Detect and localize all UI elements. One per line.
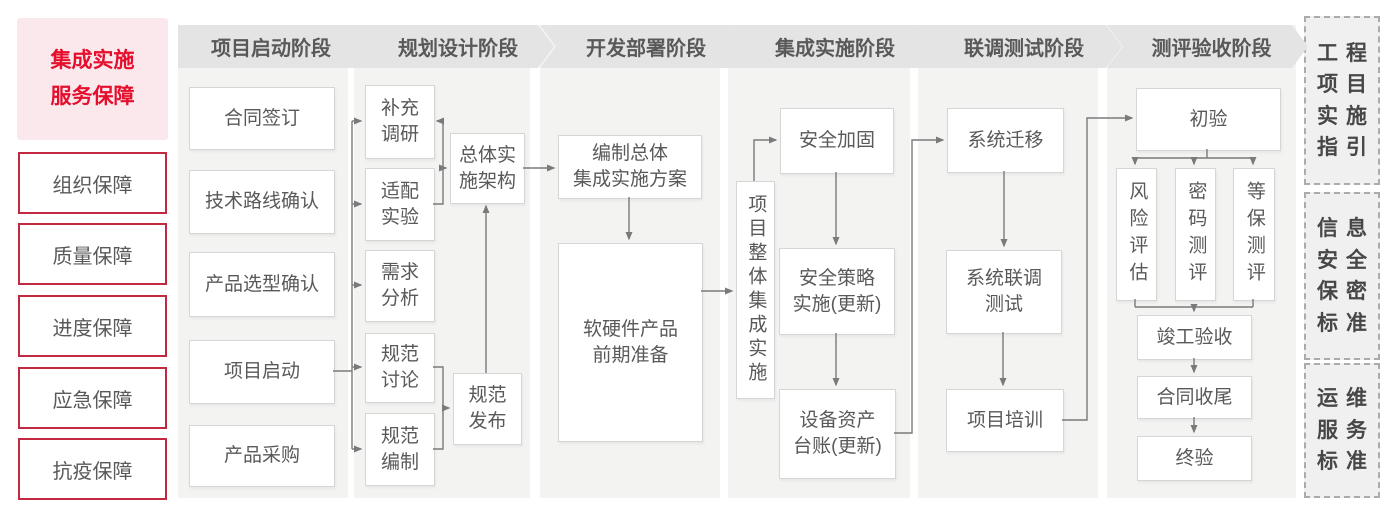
guarantee-item-epidemic: 抗疫保障 <box>18 438 167 500</box>
node-asset-ledger-update: 设备资产 台账(更新) <box>779 389 896 479</box>
node-project-training: 项目培训 <box>946 389 1064 452</box>
node-adaptation-test: 适配 实验 <box>365 168 435 241</box>
node-spec-discussion: 规范 讨论 <box>365 333 435 403</box>
standard-box-project-guide: 工程 项目 实施 指引 <box>1304 16 1380 185</box>
node-overall-project-implementation: 项目整体集成实施 <box>736 181 775 399</box>
node-contract-signing: 合同签订 <box>189 87 335 150</box>
node-security-policy-update: 安全策略 实施(更新) <box>779 248 895 335</box>
phase-header-integration-impl: 集成实施阶段 <box>728 25 934 68</box>
phase-header-joint-debug-test: 联调测试阶段 <box>918 25 1122 68</box>
node-final-acceptance: 终验 <box>1137 436 1252 481</box>
guarantee-item-emergency: 应急保障 <box>18 367 167 429</box>
node-product-procurement: 产品采购 <box>189 425 335 487</box>
node-contract-closure: 合同收尾 <box>1137 376 1252 419</box>
node-overall-impl-architecture: 总体实 施架构 <box>450 133 525 204</box>
node-initial-acceptance: 初验 <box>1136 88 1281 151</box>
node-supplementary-research: 补充 调研 <box>365 85 435 159</box>
phase-header-project-kickoff: 项目启动阶段 <box>178 25 372 68</box>
standard-box-ops-standard: 运维 服务 标准 <box>1304 363 1380 498</box>
guarantee-item-organization: 组织保障 <box>18 152 167 214</box>
node-project-kickoff: 项目启动 <box>189 340 335 404</box>
node-joint-debug-test: 系统联调 测试 <box>946 250 1062 334</box>
node-risk-assessment: 风险评估 <box>1116 168 1157 301</box>
node-hw-sw-preparation: 软硬件产品 前期准备 <box>558 243 703 442</box>
node-security-hardening: 安全加固 <box>780 108 894 174</box>
node-spec-drafting: 规范 编制 <box>365 413 435 486</box>
node-completion-acceptance: 竣工验收 <box>1137 315 1252 360</box>
node-tech-route-confirm: 技术路线确认 <box>189 170 335 234</box>
node-system-migration: 系统迁移 <box>947 108 1064 173</box>
node-spec-release: 规范 发布 <box>453 373 522 445</box>
standard-box-security-standard: 信息 安全 保密 标准 <box>1304 192 1380 360</box>
phase-header-eval-acceptance: 测评验收阶段 <box>1107 25 1308 68</box>
guarantee-item-schedule: 进度保障 <box>18 295 167 357</box>
phase-header-planning-design: 规划设计阶段 <box>354 25 554 68</box>
service-guarantee-title: 集成实施 服务保障 <box>17 18 168 140</box>
phase-header-dev-deployment: 开发部署阶段 <box>540 25 744 68</box>
node-requirement-analysis: 需求 分析 <box>365 250 435 322</box>
guarantee-item-quality: 质量保障 <box>18 223 167 285</box>
node-classified-protection-evaluation: 等保测评 <box>1233 168 1275 301</box>
node-crypto-evaluation: 密码测评 <box>1175 168 1216 301</box>
node-compile-integration-plan: 编制总体 集成实施方案 <box>558 135 702 199</box>
node-product-selection-confirm: 产品选型确认 <box>189 252 335 317</box>
